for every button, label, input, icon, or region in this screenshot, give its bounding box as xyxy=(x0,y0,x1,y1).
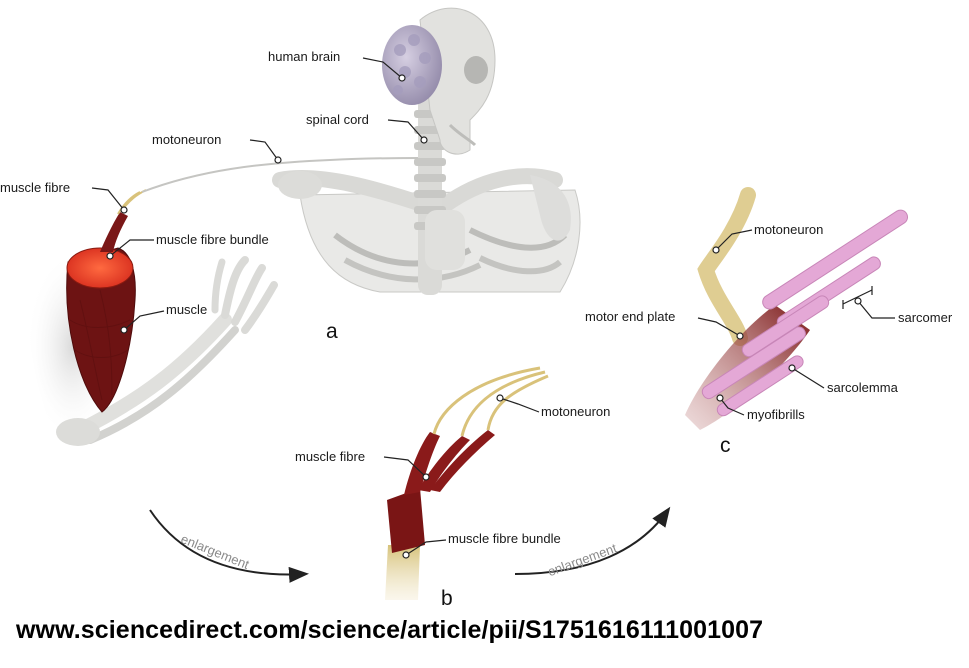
panel-label-c: c xyxy=(720,434,731,457)
panel-b-fibres xyxy=(385,366,549,600)
enlargement-arrow-left xyxy=(149,509,309,583)
label-muscle: muscle xyxy=(166,302,208,317)
arm xyxy=(25,157,419,446)
leader-lines xyxy=(91,57,895,559)
panel-c-end-plate xyxy=(685,187,909,430)
panel-label-b: b xyxy=(441,587,453,610)
enlargement-arrow-right xyxy=(514,506,671,575)
label-motoneuron-c: motoneuron xyxy=(754,222,824,237)
label-motor-end-plate: motor end plate xyxy=(585,309,676,324)
panel-label-a: a xyxy=(326,320,338,343)
label-motoneuron-b: motoneuron xyxy=(541,404,611,419)
label-human-brain: human brain xyxy=(268,49,341,64)
label-muscle-fibre-a: muscle fibre xyxy=(0,180,71,195)
label-sarcomer: sarcomer xyxy=(898,310,953,325)
skeleton-torso xyxy=(272,7,581,295)
label-muscle-fibre-bundle-a: muscle fibre bundle xyxy=(156,232,269,247)
source-url: www.sciencedirect.com/science/article/pi… xyxy=(16,616,764,644)
label-motoneuron-a: motoneuron xyxy=(152,132,222,147)
label-muscle-fibre-b: muscle fibre xyxy=(295,449,366,464)
label-sarcolemma: sarcolemma xyxy=(827,380,898,395)
label-myofibrills: myofibrills xyxy=(747,407,805,422)
label-muscle-fibre-bundle-b: muscle fibre bundle xyxy=(448,531,561,546)
label-spinal-cord: spinal cord xyxy=(306,112,369,127)
